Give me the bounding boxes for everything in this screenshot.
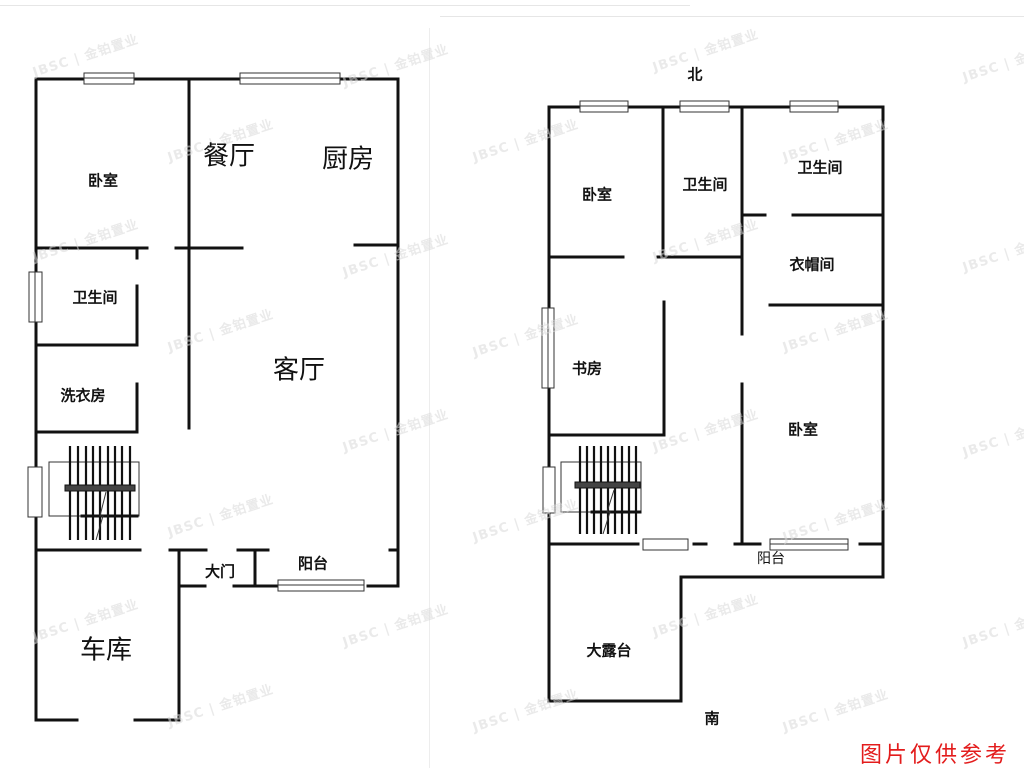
room-label-entrance: 大门 [204, 562, 236, 581]
room-label-garage: 车库 [79, 635, 133, 666]
window [642, 538, 689, 551]
panel-divider [429, 28, 430, 768]
room-label-terrace: 大露台 [586, 641, 632, 660]
floor2-walls [547, 105, 885, 703]
compass-south: 南 [704, 709, 720, 728]
room-label-bathroom-east: 卫生间 [797, 158, 843, 177]
room-label-bathroom: 卫生间 [72, 288, 118, 307]
top-border-line [0, 5, 690, 6]
room-label-laundry: 洗衣房 [60, 386, 106, 405]
top-border-line-right [440, 16, 1024, 17]
room-label-bathroom-middle: 卫生间 [682, 175, 728, 194]
room-label-kitchen: 厨房 [321, 144, 375, 175]
compass-north: 北 [687, 65, 703, 84]
floor1-walls [34, 77, 400, 722]
room-label-study: 书房 [571, 359, 603, 378]
disclaimer-text: 图片仅供参考 [860, 743, 1011, 768]
room-label-balcony: 阳台 [297, 554, 329, 573]
room-label-dining: 餐厅 [202, 141, 256, 172]
staircase-floor2 [560, 446, 642, 535]
room-label-living: 客厅 [272, 355, 326, 386]
room-label-balcony: 阳台 [757, 551, 785, 567]
staircase-floor1 [48, 446, 140, 541]
room-label-cloakroom: 衣帽间 [789, 255, 835, 274]
room-label-bedroom-north: 卧室 [581, 185, 613, 204]
room-label-bedroom-master: 卧室 [787, 420, 819, 439]
window [27, 466, 43, 518]
room-label-bedroom: 卧室 [87, 171, 119, 190]
window [542, 466, 556, 514]
